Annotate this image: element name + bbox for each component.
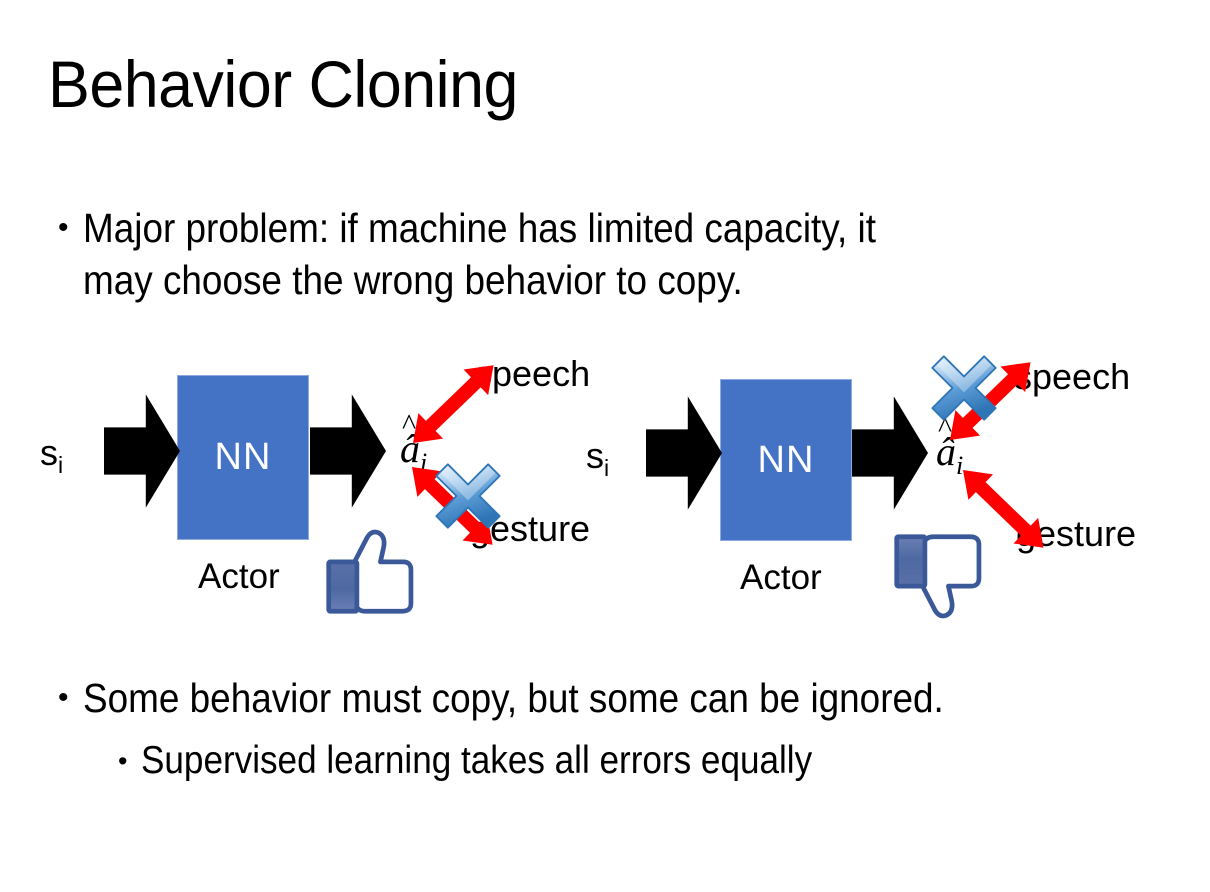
right-nn-label: NN: [757, 438, 815, 481]
left-input-state-label: si: [40, 432, 64, 479]
left-actor-caption: Actor: [198, 557, 280, 596]
left-output-arrow-icon: [310, 394, 386, 508]
right-nn-box: NN: [720, 379, 852, 541]
bullet-marker-icon: •: [58, 211, 69, 244]
right-actor-caption: Actor: [740, 558, 822, 597]
bullet-text: Some behavior must copy, but some can be…: [82, 675, 944, 721]
bullet-item-some-behavior: • Some behavior must copy, but some can …: [58, 672, 1039, 724]
left-output-action-label: ^ âi: [400, 408, 428, 477]
bullet-text: Supervised learning takes all errors equ…: [141, 739, 813, 782]
bullet-marker-icon: •: [58, 681, 69, 714]
left-input-arrow-icon: [104, 394, 180, 508]
left-branch-label-speech: speech: [474, 353, 591, 394]
bullet-marker-icon: •: [118, 746, 128, 776]
right-output-arrow-icon: [852, 396, 928, 510]
bullet-text: Major problem: if machine has limited ca…: [82, 205, 876, 303]
right-input-state-label: si: [586, 435, 610, 482]
left-thumbs-up-icon: [329, 532, 413, 612]
left-nn-box: NN: [177, 375, 309, 540]
right-input-arrow-icon: [646, 396, 722, 510]
right-branch-label-gesture: gesture: [1016, 513, 1137, 554]
right-thumbs-down-icon: [897, 536, 981, 616]
left-nn-label: NN: [214, 436, 272, 478]
bullet-item-supervised-learning: • Supervised learning takes all errors e…: [118, 735, 887, 787]
page-title: Behavior Cloning: [48, 47, 518, 121]
right-output-action-label: ^ âi: [936, 411, 964, 480]
left-branch-label-gesture: gesture: [470, 508, 591, 549]
bullet-item-major-problem: • Major problem: if machine has limited …: [58, 202, 964, 306]
right-branch-label-speech: speech: [1014, 356, 1131, 397]
